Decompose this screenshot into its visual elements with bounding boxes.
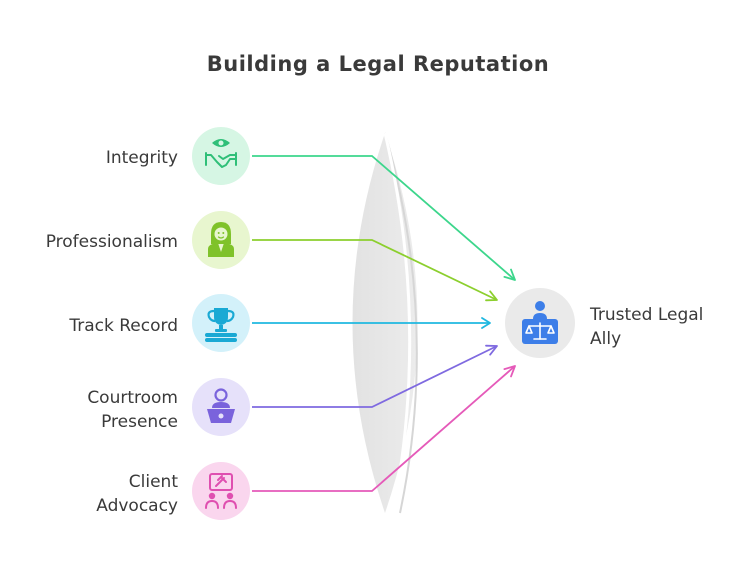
- outcome-label: Trusted Legal Ally: [590, 305, 704, 349]
- factor-node-track-record: [192, 294, 250, 352]
- connector-client-advocacy: [252, 365, 516, 492]
- connector-courtroom-presence: [252, 344, 498, 408]
- client-meeting-icon: [205, 473, 237, 509]
- factor-node-courtroom-presence: [192, 378, 250, 436]
- factor-label-client-advocacy: Client Advocacy: [96, 472, 178, 516]
- factor-label-courtroom-presence: Courtroom Presence: [87, 388, 178, 432]
- factor-label-integrity: Integrity: [105, 148, 178, 168]
- factor-node-integrity: [192, 127, 250, 185]
- connector-professionalism: [252, 239, 498, 302]
- speaker-podium-icon: [207, 388, 235, 423]
- justice-scales-icon: [522, 301, 558, 344]
- factor-label-track-record: Track Record: [69, 316, 178, 336]
- factor-node-client-advocacy: [192, 462, 250, 520]
- lawyer-icon: [208, 222, 234, 257]
- handshake-eye-icon: [205, 139, 237, 168]
- outcome-node: [505, 288, 575, 358]
- connector-track-record: [252, 317, 491, 329]
- factor-node-professionalism: [192, 211, 250, 269]
- factor-label-professionalism: Professionalism: [45, 232, 178, 252]
- trophy-icon: [205, 308, 237, 342]
- connector-integrity: [252, 155, 516, 281]
- diagram-title: Building a Legal Reputation: [206, 52, 550, 76]
